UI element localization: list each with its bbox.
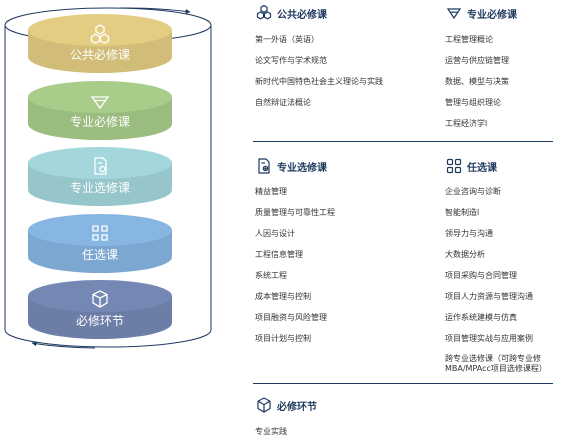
list-item: 智能制造l [445,208,480,217]
course-list: 专业实践 [255,427,287,437]
rotation-arrow-bottom [31,341,96,349]
layer-disc: 必修环节 [28,280,172,339]
list-item: 运营与供应链管理 [445,56,509,65]
list-item: 数据、模型与决策 [445,77,509,86]
list-item: 工程信息管理 [255,250,303,259]
section-title: 必修环节 [277,402,317,413]
section-title: 公共必修课 [277,10,327,21]
section-title: 任选课 [467,163,497,174]
cube-icon [255,396,273,414]
list-item: 项目人力资源与管理沟通 [445,292,533,301]
list-item: 工程经济学l [445,119,488,128]
list-item: 大数据分析 [445,250,485,259]
grid-icon [445,157,463,175]
list-item: 领导力与沟通 [445,229,493,238]
list-item: 工程管理概论 [445,35,493,44]
list-item: 项目采购与合同管理 [445,271,517,280]
grid-icon [92,225,108,241]
list-item: 系统工程 [255,271,287,280]
divider [253,141,553,142]
rotation-arrow-top [119,7,191,14]
list-item: 质量管理与可靠性工程 [255,208,335,217]
course-list: 精益管理 质量管理与可靠性工程 人因与设计 工程信息管理 系统工程 成本管理与控… [255,187,335,344]
section-public-required: 公共必修课 第一外语（英语） 论文写作与学术规范 新时代中国特色社会主义理论与实… [255,4,383,119]
diamond-icon [445,4,463,22]
list-item: 项目计划与控制 [255,334,311,343]
section-major-elective: 专业选修课 精益管理 质量管理与可靠性工程 人因与设计 工程信息管理 系统工程 … [255,157,335,355]
section-title: 专业选修课 [277,163,327,174]
list-item: 运作系统建模与仿真 [445,313,517,322]
layer-disc: 专业必修课 [28,81,172,140]
list-item: 人因与设计 [255,229,295,238]
section-major-required: 专业必修课 工程管理概论 运营与供应链管理 数据、模型与决策 管理与组织理论 工… [445,4,517,140]
diamond-icon [90,96,110,110]
document-gear-icon [255,157,273,175]
list-item: 企业咨询与诊断 [445,187,501,196]
section-required-link: 必修环节 专业实践 [255,396,317,448]
layer-disc: 专业选修课 [28,147,172,206]
document-gear-icon [94,157,107,175]
layer-top [28,280,172,312]
layer-top [28,14,172,46]
list-item: 项目管理实战与应用案例 [445,334,533,343]
course-list: 工程管理概论 运营与供应链管理 数据、模型与决策 管理与组织理论 工程经济学l [445,35,509,129]
list-item: 专业实践 [255,427,287,436]
list-item: 精益管理 [255,187,287,196]
layer-label: 公共必修课 [70,47,130,62]
hexagon-flower-icon [255,4,273,22]
list-item: 自然辩证法概论 [255,98,311,107]
list-item: 第一外语（英语） [255,35,319,44]
section-title: 专业必修课 [467,10,517,21]
divider [253,383,553,384]
list-item: 论文写作与学术规范 [255,56,327,65]
layer-top [28,214,172,246]
course-list: 第一外语（英语） 论文写作与学术规范 新时代中国特色社会主义理论与实践 自然辩证… [255,35,383,108]
list-item: 管理与组织理论 [445,98,501,107]
list-item: 成本管理与控制 [255,292,311,301]
layer-label: 专业选修课 [70,180,130,195]
layer-disc: 公共必修课 [28,14,172,73]
list-item: 新时代中国特色社会主义理论与实践 [255,77,383,86]
cube-icon [92,290,108,308]
section-elective: 任选课 企业咨询与诊断 智能制造l 领导力与沟通 大数据分析 项目采购与合同管理… [445,157,570,385]
layer-label: 任选课 [82,248,118,262]
layer-label: 必修环节 [76,313,124,328]
layer-label: 专业必修课 [70,114,130,129]
layer-disc: 任选课 [28,214,172,273]
course-list: 企业咨询与诊断 智能制造l 领导力与沟通 大数据分析 项目采购与合同管理 项目人… [445,187,570,374]
list-item: 跨专业选修课（可跨专业修MBA/MPAcc项目选修课程） [445,354,547,373]
hexagon-flower-icon [90,24,110,45]
list-item: 项目融资与风险管理 [255,313,327,322]
